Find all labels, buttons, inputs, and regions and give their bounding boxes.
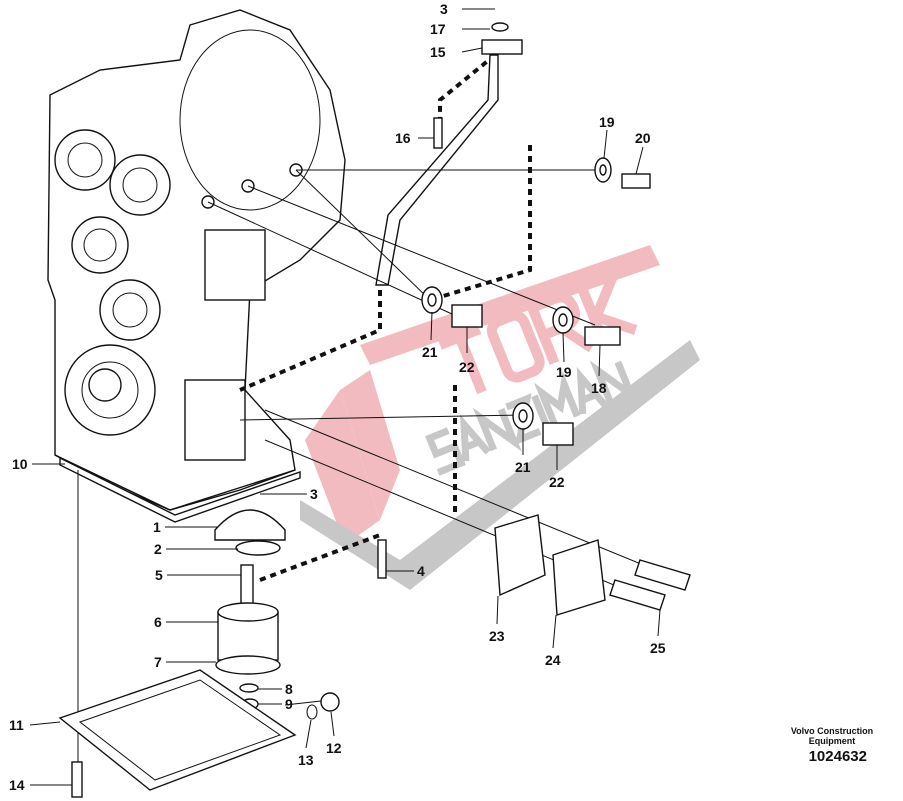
transmission-housing xyxy=(47,9,346,523)
callout-11: 11 xyxy=(9,717,24,733)
callout-8: 8 xyxy=(285,681,293,697)
callout-6: 6 xyxy=(154,614,162,630)
callout-18: 18 xyxy=(591,380,607,396)
callout-22: 22 xyxy=(549,474,565,490)
callout-16: 16 xyxy=(395,130,411,146)
callout-1: 1 xyxy=(153,519,161,535)
callout-20: 20 xyxy=(635,130,651,146)
assembly-line xyxy=(438,53,497,130)
callout-3: 3 xyxy=(310,486,318,502)
callout-21: 21 xyxy=(515,459,531,475)
callout-17: 17 xyxy=(430,21,446,37)
callout-10: 10 xyxy=(12,456,28,472)
callout-2: 2 xyxy=(154,541,162,557)
callout-21: 21 xyxy=(422,344,438,360)
leader-lines xyxy=(29,8,661,786)
assembly-line xyxy=(429,145,532,302)
document-number: 1024632 xyxy=(808,748,867,765)
callout-25: 25 xyxy=(650,640,666,656)
watermark-logo xyxy=(300,245,700,590)
callout-19: 19 xyxy=(556,364,572,380)
callout-23: 23 xyxy=(489,628,505,644)
oil-pan xyxy=(58,669,297,791)
small-parts xyxy=(71,22,691,798)
callout-12: 12 xyxy=(326,740,342,756)
callout-3: 3 xyxy=(440,1,448,17)
callout-22: 22 xyxy=(459,359,475,375)
callout-5: 5 xyxy=(155,567,163,583)
callout-19: 19 xyxy=(599,114,615,130)
callout-24: 24 xyxy=(545,652,561,668)
assembly-line xyxy=(239,290,382,392)
callout-4: 4 xyxy=(417,563,425,579)
credit-text: Volvo Construction Equipment xyxy=(790,726,874,746)
callout-13: 13 xyxy=(298,752,314,768)
callout-9: 9 xyxy=(285,696,293,712)
callout-14: 14 xyxy=(9,777,25,793)
callout-labels: 3 17 15 16 19 20 21 22 19 18 21 22 3 10 … xyxy=(9,1,666,793)
callout-7: 7 xyxy=(154,654,162,670)
callout-15: 15 xyxy=(430,44,446,60)
